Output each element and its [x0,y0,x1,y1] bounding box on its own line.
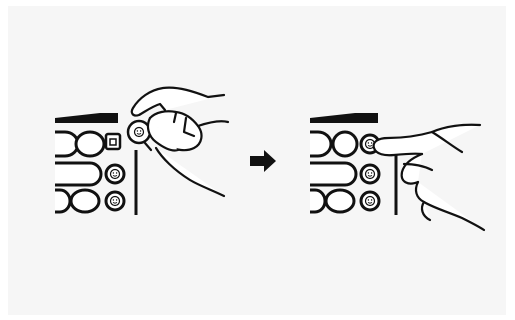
step-2-illustration [310,113,486,232]
device-top-edge [55,113,118,123]
right-arrow-icon [250,150,276,172]
button-row-2 [310,161,381,187]
hand-pinching [130,86,230,198]
button-row-1 [310,130,381,158]
button-row-1 [55,130,106,158]
button-row-3 [55,188,126,214]
cover-slot [104,132,122,151]
device-top-edge [310,113,378,123]
hand-pressing [372,123,486,232]
button-row-3 [310,188,381,214]
button-cover [126,119,152,145]
button-row-2 [55,161,126,187]
step-1-illustration [55,86,230,215]
